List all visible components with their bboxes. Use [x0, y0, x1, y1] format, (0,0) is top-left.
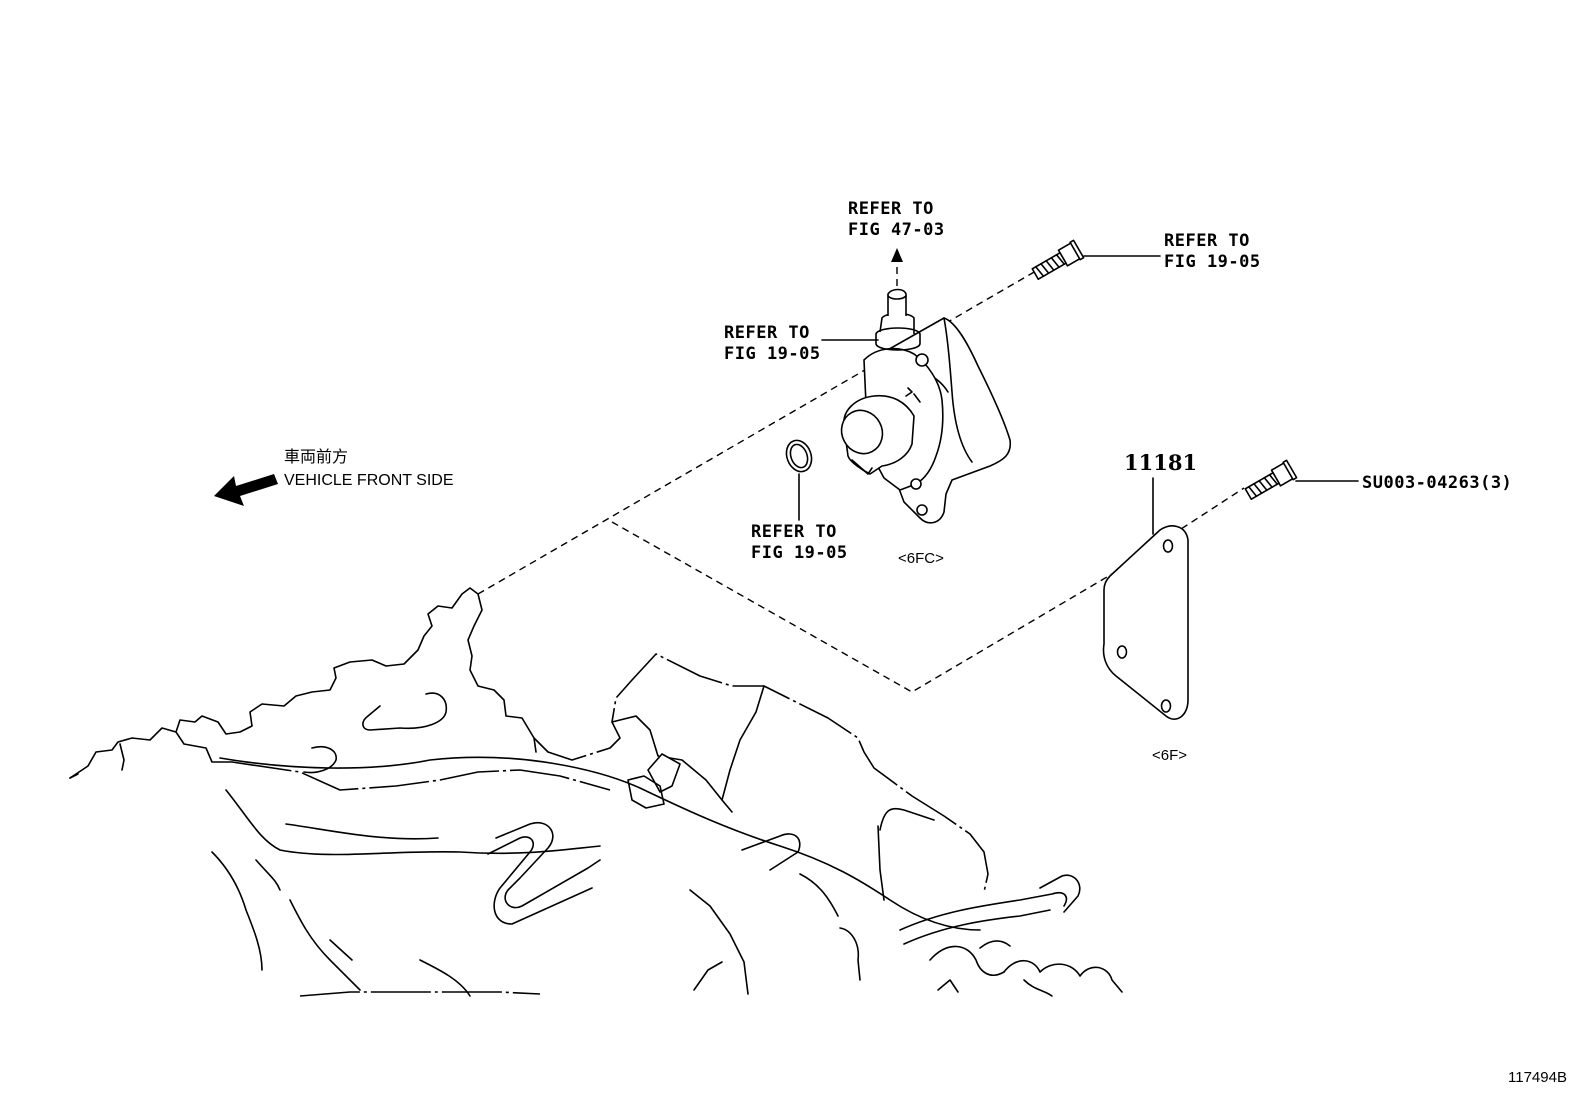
refer-left-line2: FIG 19-05 [724, 344, 821, 364]
arrow-left-icon [214, 474, 278, 506]
refer-bolt-line2: FIG 19-05 [1164, 252, 1261, 272]
refer-oring-line1: REFER TO [751, 522, 837, 542]
assembly-guide-lines [477, 263, 1245, 693]
refer-top-line1: REFER TO [848, 199, 934, 219]
bolt-code: SU003-04263(3) [1362, 473, 1512, 493]
refer-oring-line2: FIG 19-05 [751, 543, 848, 563]
plate-code: <6F> [1152, 747, 1187, 764]
cover-plate-icon [1102, 525, 1189, 720]
refer-arrow [891, 248, 903, 286]
front-side-jp: 車両前方 [284, 448, 348, 466]
refer-top-line2: FIG 47-03 [848, 220, 945, 240]
figure-id: 117494B [1508, 1069, 1567, 1086]
front-side-en: VEHICLE FRONT SIDE [284, 472, 454, 489]
part-number: 11181 [1124, 450, 1197, 475]
pump-code: <6FC> [898, 550, 944, 567]
refer-bolt-line1: REFER TO [1164, 231, 1250, 251]
bolt-icon [1244, 459, 1298, 500]
o-ring-icon [785, 439, 813, 521]
bolt-icon [1031, 239, 1085, 280]
engine-block-icon [69, 587, 1123, 997]
vacuum-pump-icon [840, 288, 1012, 524]
refer-left-line1: REFER TO [724, 323, 810, 343]
